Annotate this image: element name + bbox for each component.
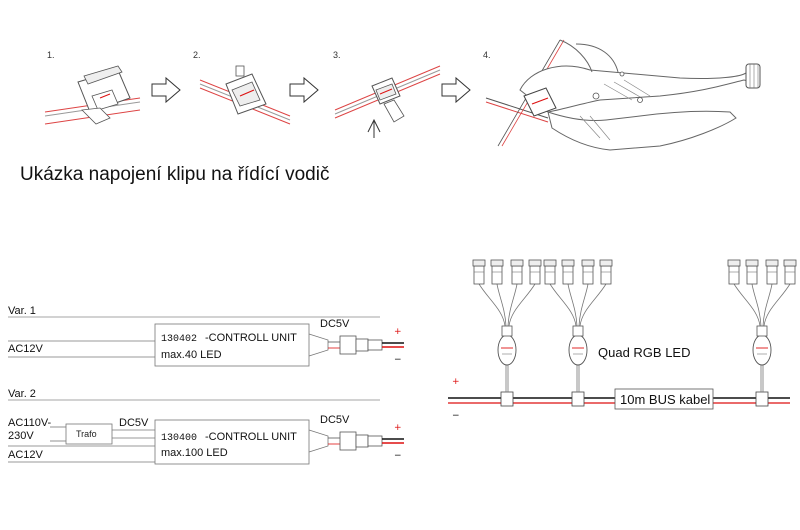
- var2-input-b-label: AC12V: [8, 449, 44, 461]
- bus-minus-sign: −: [452, 411, 460, 421]
- headline: Ukázka napojení klipu na řídící vodič: [20, 164, 329, 185]
- quad-rgb-led-cluster-3: [727, 259, 797, 407]
- quad-led-label: Quad RGB LED: [598, 345, 691, 360]
- variant-2-wiring: Var. 2 AC110V- 230V Trafo DC5V AC12V 130…: [8, 388, 404, 465]
- step-4-number: 4.: [483, 50, 491, 60]
- trafo-box: [65, 423, 113, 445]
- bus-cable-label: 10m BUS kabel: [620, 392, 710, 407]
- var2-code: 130400: [161, 433, 197, 444]
- var2-minus-sign: −: [394, 451, 402, 461]
- bus-cable-box: [614, 388, 714, 410]
- var1-spec: max.40 LED: [161, 349, 222, 361]
- step-1-clip-open: 1.: [44, 50, 141, 125]
- controll-unit-box: [154, 419, 310, 465]
- quad-rgb-led-cluster-2: [543, 259, 613, 407]
- variant-1-wiring: Var. 1 AC12V 130402 -CONTROLL UNIT max.4…: [8, 305, 404, 367]
- trafo-output-label: DC5V: [119, 417, 149, 429]
- step-4-pliers-crimping: 4.: [483, 39, 761, 151]
- var1-minus-sign: −: [394, 355, 402, 365]
- connector-icon: [339, 335, 357, 355]
- var2-spec: max.100 LED: [161, 447, 228, 459]
- step-2-clip-closing: 2.: [193, 50, 291, 125]
- step-1-number: 1.: [47, 50, 55, 60]
- arrow-right-icon: [441, 76, 471, 104]
- connector-icon: [339, 431, 357, 451]
- trafo-label: Trafo: [76, 429, 97, 439]
- step-2-number: 2.: [193, 50, 201, 60]
- var1-unit-name: -CONTROLL UNIT: [205, 332, 297, 344]
- var2-unit-name: -CONTROLL UNIT: [205, 431, 297, 443]
- bus-plus-sign: +: [452, 377, 460, 387]
- var1-plus-sign: +: [394, 327, 402, 337]
- arrow-right-icon: [289, 76, 319, 104]
- arrow-right-icon: [151, 76, 181, 104]
- var1-output-label: DC5V: [320, 318, 350, 330]
- controll-unit-box: [154, 323, 310, 367]
- var2-title: Var. 2: [8, 388, 36, 400]
- quad-rgb-led-cluster-1: [472, 259, 542, 407]
- var2-plus-sign: +: [394, 423, 402, 433]
- var2-input-line1: AC110V-: [8, 417, 52, 429]
- var1-code: 130402: [161, 334, 197, 345]
- var2-input-line2: 230V: [8, 430, 34, 442]
- step-3-number: 3.: [333, 50, 341, 60]
- var1-title: Var. 1: [8, 305, 36, 317]
- arrow-up-icon: [367, 118, 381, 138]
- var2-output-label: DC5V: [320, 414, 350, 426]
- step-3-clip-inserted: 3.: [333, 50, 441, 138]
- bus-line: + − 10m BUS kabel Quad RGB LED: [448, 345, 790, 421]
- adjust-knob-icon: [745, 63, 761, 89]
- var1-input-label: AC12V: [8, 343, 44, 355]
